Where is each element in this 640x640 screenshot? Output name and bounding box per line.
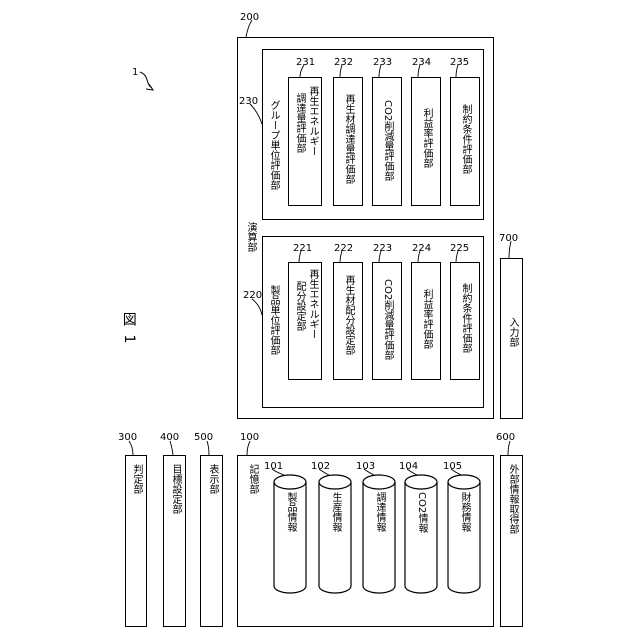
product-item-ref-224: 224 — [412, 244, 431, 254]
target-setting-box: 目標設定部 — [163, 455, 186, 627]
group-co2-reduction-eval-label: CO2削減量評価部 — [381, 100, 393, 181]
financial-info-label: 財務情報 — [458, 492, 470, 532]
judge-ref: 300 — [118, 433, 137, 443]
co2-info-cylinder: CO2情報 — [404, 474, 438, 594]
input-label: 入力部 — [506, 317, 518, 347]
storage-label: 記憶部 — [246, 464, 258, 494]
recycled-material-allocation-box: 再生材配分設定部 — [333, 262, 363, 380]
recycled-material-procurement-eval-box: 再生材調達量評価部 — [333, 77, 363, 206]
group-constraint-eval-label: 制約条件評価部 — [459, 104, 471, 174]
storage-ref: 100 — [240, 433, 259, 443]
renewable-energy-procurement-eval-label-line2: 調達量評価部 — [293, 93, 305, 153]
group-eval-ref: 230 — [239, 97, 258, 107]
production-info-label: 生産情報 — [329, 492, 341, 532]
group-item-ref-234: 234 — [412, 58, 431, 68]
product-profit-rate-eval-label: 利益率評価部 — [420, 289, 432, 349]
display-box: 表示部 — [200, 455, 223, 627]
input-ref: 700 — [499, 234, 518, 244]
renewable-energy-procurement-eval-box: 再生エネルギー 調達量評価部 — [288, 77, 322, 206]
group-profit-rate-eval-box: 利益率評価部 — [411, 77, 441, 206]
compute-label: 演算部 — [244, 222, 256, 252]
cylinder-ref-102: 102 — [311, 462, 330, 472]
external-ref: 600 — [496, 433, 515, 443]
renewable-energy-procurement-eval-label-line1: 再生エネルギー — [306, 86, 318, 156]
production-info-cylinder: 生産情報 — [318, 474, 352, 594]
compute-ref: 200 — [240, 13, 259, 23]
judge-label: 判定部 — [130, 464, 142, 494]
co2-info-label: CO2情報 — [415, 492, 427, 533]
product-constraint-eval-label: 制約条件評価部 — [459, 283, 471, 353]
renewable-energy-allocation-label-line2: 配分設定部 — [293, 281, 305, 331]
product-item-ref-222: 222 — [334, 244, 353, 254]
product-profit-rate-eval-box: 利益率評価部 — [411, 262, 441, 380]
product-co2-reduction-eval-label: CO2削減量評価部 — [381, 279, 393, 360]
product-info-cylinder: 製品情報 — [273, 474, 307, 594]
procurement-info-cylinder: 調達情報 — [362, 474, 396, 594]
display-ref: 500 — [194, 433, 213, 443]
procurement-info-label: 調達情報 — [373, 492, 385, 532]
cylinder-ref-105: 105 — [443, 462, 462, 472]
product-constraint-eval-box: 制約条件評価部 — [450, 262, 480, 380]
external-info-box: 外部情報取得部 — [500, 455, 523, 627]
product-eval-ref: 220 — [243, 291, 262, 301]
recycled-material-allocation-label: 再生材配分設定部 — [342, 275, 354, 355]
target-setting-label: 目標設定部 — [169, 464, 181, 514]
product-eval-label: 製品単位評価部 — [267, 285, 279, 355]
cylinder-ref-104: 104 — [399, 462, 418, 472]
display-label: 表示部 — [206, 464, 218, 494]
recycled-material-procurement-eval-label: 再生材調達量評価部 — [342, 94, 354, 184]
figure-title: 図 1 — [120, 312, 137, 345]
judge-box: 判定部 — [125, 455, 147, 627]
financial-info-cylinder: 財務情報 — [447, 474, 481, 594]
group-item-ref-232: 232 — [334, 58, 353, 68]
renewable-energy-allocation-label-line1: 再生エネルギー — [306, 269, 318, 339]
product-item-ref-221: 221 — [293, 244, 312, 254]
system-ref: 1 — [132, 68, 138, 78]
external-info-label: 外部情報取得部 — [506, 464, 518, 534]
cylinder-ref-103: 103 — [356, 462, 375, 472]
group-item-ref-235: 235 — [450, 58, 469, 68]
cylinder-ref-101: 101 — [264, 462, 283, 472]
product-info-label: 製品情報 — [284, 492, 296, 532]
group-co2-reduction-eval-box: CO2削減量評価部 — [372, 77, 402, 206]
product-co2-reduction-eval-box: CO2削減量評価部 — [372, 262, 402, 380]
group-profit-rate-eval-label: 利益率評価部 — [420, 108, 432, 168]
renewable-energy-allocation-box: 再生エネルギー 配分設定部 — [288, 262, 322, 380]
group-constraint-eval-box: 制約条件評価部 — [450, 77, 480, 206]
input-box: 入力部 — [500, 258, 523, 419]
group-item-ref-233: 233 — [373, 58, 392, 68]
group-eval-label: グループ単位評価部 — [267, 100, 279, 190]
product-item-ref-223: 223 — [373, 244, 392, 254]
target-ref: 400 — [160, 433, 179, 443]
group-item-ref-231: 231 — [296, 58, 315, 68]
product-item-ref-225: 225 — [450, 244, 469, 254]
